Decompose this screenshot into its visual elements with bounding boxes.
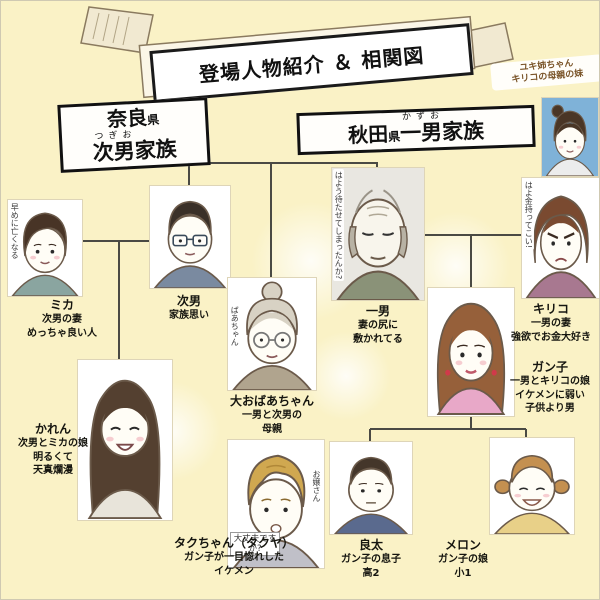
ganko-face-illustration xyxy=(436,302,506,416)
family-right-name-main: 一男 xyxy=(399,120,443,146)
label-kazuo: 一男 妻の尻に 敷かれてる xyxy=(329,303,427,346)
yuki-face-illustration xyxy=(545,104,595,176)
prefecture-left: 奈良 xyxy=(106,105,148,132)
family-right-ruby: かずお xyxy=(399,111,442,123)
label-obaachan: 大おばあちゃん 一男と次男の 母親 xyxy=(213,393,331,436)
jinan-face-illustration xyxy=(153,200,227,288)
portrait-kazuo: はよう待たせてしまったんか? xyxy=(331,167,425,301)
family-left-name-line: 次男つぎお家族 xyxy=(67,127,203,167)
label-ganko: ガン子 一男とキリコの娘 イケメンに弱い 子供より男 xyxy=(499,359,599,416)
karen-desc-3: 天真爛漫 xyxy=(33,465,73,477)
ryota-desc-2: 高2 xyxy=(362,567,380,579)
portrait-ryota xyxy=(329,441,413,535)
jinan-name: 次男 xyxy=(176,294,201,308)
taku-tag: お嬢さん xyxy=(310,468,322,504)
label-karen: かれん 次男とミカの娘 明るくて 天真爛漫 xyxy=(3,421,103,478)
taku-desc-2: イケメン xyxy=(214,565,254,577)
prefecture-suffix-right: 県 xyxy=(387,129,401,144)
kazuo-desc-2: 敷かれてる xyxy=(353,333,403,345)
portrait-jinan xyxy=(149,185,231,289)
portrait-kiriko: はよ金持ってこい! xyxy=(521,177,599,299)
jinan-desc-1: 家族思い xyxy=(169,310,209,322)
portrait-mika: 早めに亡くなる xyxy=(7,199,83,297)
family-label-nara: 奈良県 次男つぎお家族 xyxy=(57,97,211,174)
family-left-name-rest: 家族 xyxy=(134,136,178,163)
obaachan-desc-2: 母親 xyxy=(262,423,282,435)
kazuo-face-illustration xyxy=(336,189,420,300)
family-label-akita: 秋田県一男かずお家族 xyxy=(296,104,536,156)
kiriko-desc-2: 強欲でお金大好き xyxy=(511,331,591,343)
label-kiriko: キリコ 一男の妻 強欲でお金大好き xyxy=(501,301,599,344)
kiriko-desc-1: 一男の妻 xyxy=(531,318,571,330)
taku-desc-1: ガン子が一目惚れした xyxy=(184,552,284,564)
obaachan-face-illustration xyxy=(232,281,312,390)
portrait-obaachan: ばあちゃん xyxy=(227,277,317,391)
label-melon: メロン ガン子の娘 小1 xyxy=(421,537,505,580)
label-jinan: 次男 家族思い xyxy=(139,293,239,323)
kiriko-speech-bubble: はよ金持ってこい! xyxy=(523,179,535,251)
mika-speech-bubble: 早めに亡くなる xyxy=(9,201,21,261)
taku-name: タクちゃん（タクヤ） xyxy=(173,536,294,550)
obaachan-desc-1: 一男と次男の xyxy=(242,410,302,422)
ryota-name: 良太 xyxy=(358,538,383,552)
family-left-name-main: 次男 xyxy=(92,138,136,166)
portrait-melon xyxy=(489,437,575,535)
karen-desc-1: 次男とミカの娘 xyxy=(18,438,88,450)
mika-face-illustration xyxy=(11,212,79,296)
obaachan-tag: ばあちゃん xyxy=(229,304,241,348)
ryota-face-illustration xyxy=(333,456,409,534)
ganko-desc-1: 一男とキリコの娘 xyxy=(510,376,590,388)
karen-desc-2: 明るくて xyxy=(33,451,73,463)
label-ryota: 良太 ガン子の息子 高2 xyxy=(327,537,415,580)
banner-title: 登場人物紹介 ＆ 相関図 xyxy=(198,42,426,87)
kazuo-name: 一男 xyxy=(365,304,390,318)
obaachan-name: 大おばあちゃん xyxy=(229,394,314,408)
label-taku: タクちゃん（タクヤ） ガン子が一目惚れした イケメン xyxy=(141,535,327,578)
portrait-yuki xyxy=(541,97,599,177)
kazuo-desc-1: 妻の尻に xyxy=(358,320,398,332)
melon-desc-2: 小1 xyxy=(454,567,472,579)
melon-desc-1: ガン子の娘 xyxy=(438,554,488,566)
kiriko-name: キリコ xyxy=(532,302,569,316)
ryota-desc-1: ガン子の息子 xyxy=(341,554,401,566)
mika-desc-1: 次男の妻 xyxy=(42,314,82,326)
taku-speech-bubble: 大丈夫ですか? xyxy=(230,532,280,557)
kazuo-speech-bubble: はよう待たせてしまったんか? xyxy=(333,169,345,282)
label-mika: ミカ 次男の妻 めっちゃ良い人 xyxy=(1,297,123,340)
prefecture-suffix-left: 県 xyxy=(146,112,160,128)
mika-name: ミカ xyxy=(49,298,74,312)
melon-face-illustration xyxy=(493,454,571,534)
ganko-name: ガン子 xyxy=(531,360,568,374)
kiriko-face-illustration xyxy=(525,195,597,298)
portrait-taku: 大丈夫ですか? お嬢さん xyxy=(227,439,325,569)
ganko-desc-3: 子供より男 xyxy=(525,403,575,415)
ganko-desc-2: イケメンに弱い xyxy=(515,389,585,401)
prefecture-right: 秋田 xyxy=(347,121,389,148)
karen-name: かれん xyxy=(34,422,71,436)
melon-name: メロン xyxy=(444,538,481,552)
family-right-name-rest: 家族 xyxy=(441,118,485,145)
mika-desc-2: めっちゃ良い人 xyxy=(27,327,97,339)
